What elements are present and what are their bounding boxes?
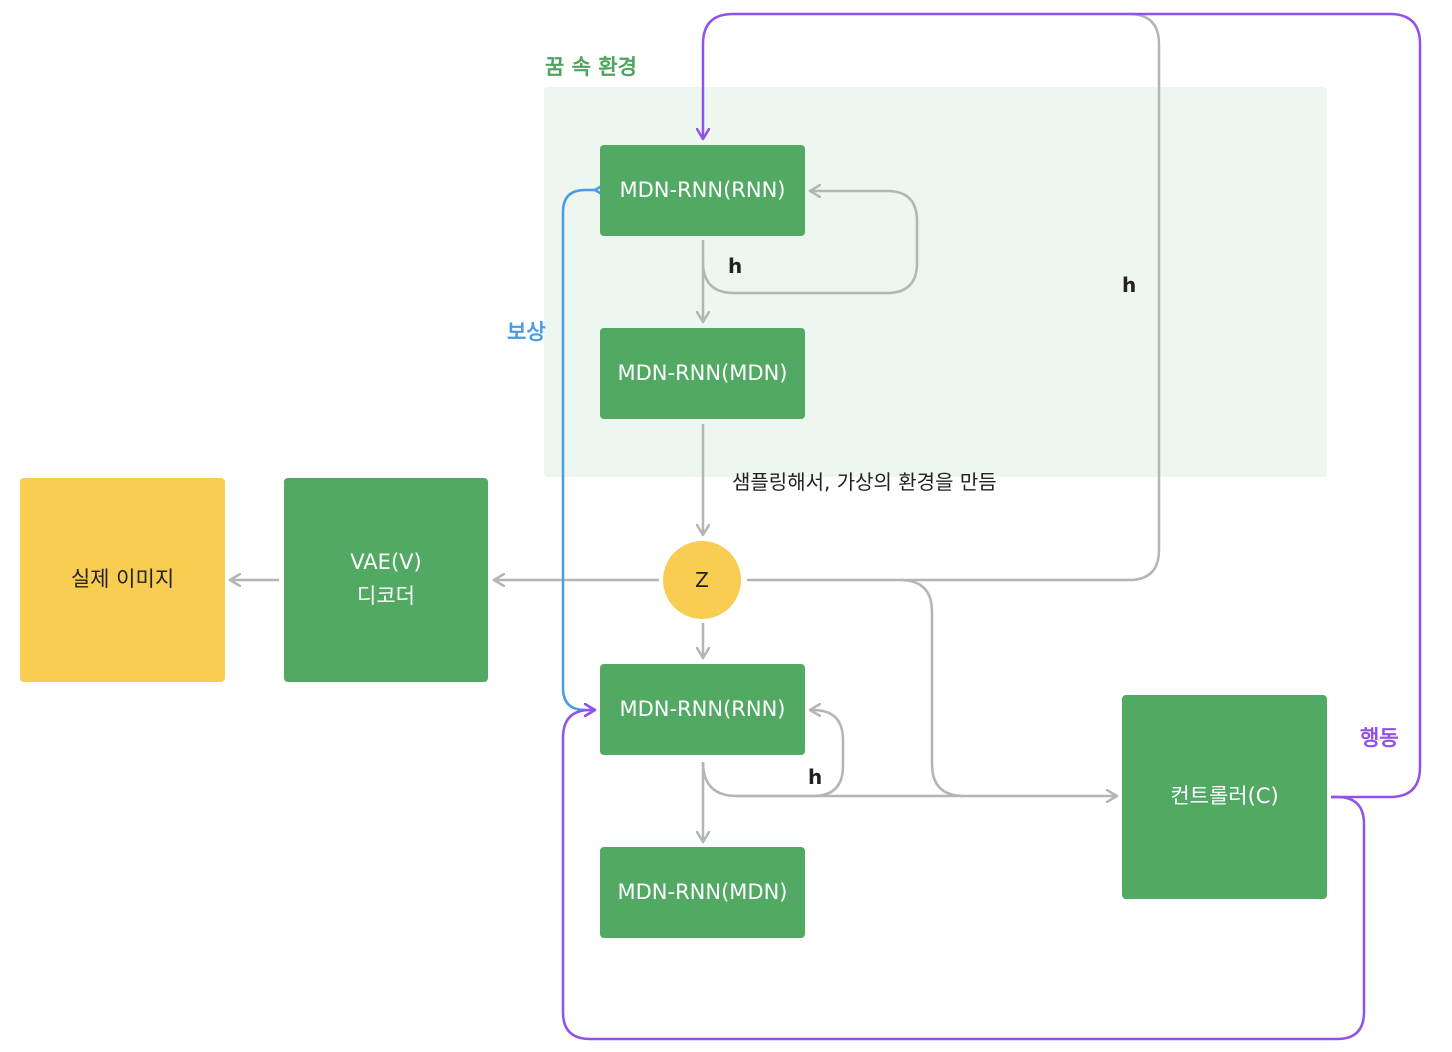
mdn-rnn-rnn-bottom-node: MDN-RNN(RNN) <box>600 664 805 755</box>
decoder-label: 디코더 <box>357 584 415 608</box>
arrow-reward <box>561 190 595 710</box>
vae-decoder-node: VAE(V) 디코더 <box>284 478 488 682</box>
arrow-action-bottom <box>561 710 1366 1041</box>
vae-label: VAE(V) <box>350 550 422 575</box>
action-label: 행동 <box>1360 726 1399 750</box>
z-node: Z <box>663 541 741 619</box>
real-image-label: 실제 이미지 <box>70 567 175 592</box>
controller-node: 컨트롤러(C) <box>1122 695 1327 899</box>
h-label-right: h <box>1122 273 1137 297</box>
arrow-z-to-rnn-top <box>747 12 1161 582</box>
mdn-rnn-mdn-bottom-label: MDN-RNN(MDN) <box>617 879 788 904</box>
mdn-rnn-mdn-top-node: MDN-RNN(MDN) <box>600 328 805 419</box>
real-image-node: 실제 이미지 <box>20 478 225 682</box>
mdn-rnn-rnn-top-label: MDN-RNN(RNN) <box>619 177 786 202</box>
arrow-action-top <box>703 12 1422 799</box>
h-label-top-loop: h <box>728 254 743 278</box>
mdn-rnn-mdn-bottom-node: MDN-RNN(MDN) <box>600 847 805 938</box>
reward-label: 보상 <box>507 320 546 344</box>
mdn-rnn-rnn-top-node: MDN-RNN(RNN) <box>600 145 805 236</box>
arrow-rnn-loop-bottom <box>737 710 845 798</box>
arrow-rnn-loop-top <box>701 191 919 295</box>
dream-environment-title: 꿈 속 환경 <box>545 55 637 79</box>
z-label: Z <box>695 568 709 592</box>
sampling-annotation: 샘플링해서, 가상의 환경을 만듬 <box>732 470 997 494</box>
arrow-z-to-controller <box>899 578 1117 796</box>
mdn-rnn-rnn-bottom-label: MDN-RNN(RNN) <box>619 696 786 721</box>
mdn-rnn-mdn-top-label: MDN-RNN(MDN) <box>617 360 788 385</box>
controller-label: 컨트롤러(C) <box>1170 784 1279 809</box>
h-label-bottom-loop: h <box>808 765 823 789</box>
